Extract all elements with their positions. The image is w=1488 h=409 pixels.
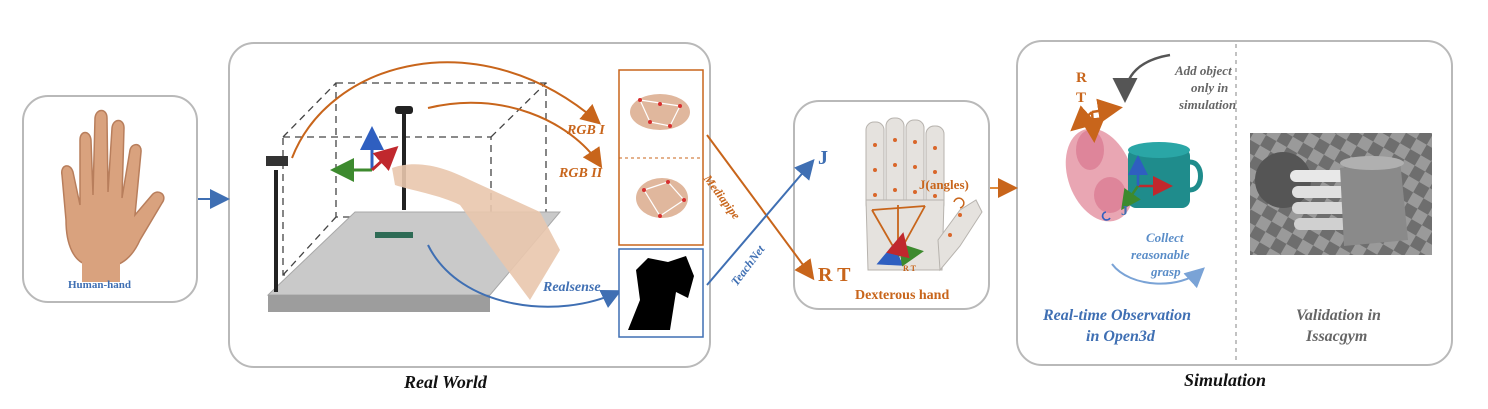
- teachnet-arrow: [706, 158, 815, 286]
- joint-angle-arc: [953, 197, 965, 209]
- human-hand-caption: Human-hand: [68, 279, 131, 291]
- dex-rt-label: R T: [818, 264, 851, 286]
- add-object-line3: simulation: [1179, 97, 1237, 112]
- depth-hand-silhouette: [628, 256, 694, 330]
- rgb2-hand-image: [636, 178, 688, 218]
- human-hand-image: [61, 109, 165, 282]
- rgb1-label: RGB I: [567, 123, 605, 138]
- left-camera: [266, 156, 288, 166]
- axis-red: [370, 145, 399, 172]
- add-object-line2: only in: [1191, 80, 1229, 95]
- sim-rt-arrow-3: [1080, 111, 1105, 143]
- sim-t-label: T: [1076, 90, 1087, 106]
- dexterous-hand-image: [865, 117, 983, 272]
- collect-line3: grasp: [1151, 264, 1181, 279]
- add-object-line1: Add object: [1175, 63, 1232, 78]
- issacgym-line2: Issacgym: [1306, 328, 1368, 345]
- arrow-to-rgb1: [291, 61, 602, 159]
- collect-line1: Collect: [1146, 230, 1184, 245]
- sim-rt-arrow-1: [1070, 105, 1098, 132]
- open3d-line2: in Open3d: [1086, 328, 1155, 345]
- realsense-label: Realsense: [543, 280, 601, 295]
- hand-axis-red: [886, 232, 910, 259]
- arrow-to-rgb2: [427, 101, 603, 169]
- simulation-title: Simulation: [1184, 370, 1267, 390]
- mediapipe-arrow: [706, 134, 815, 281]
- dex-j-angles-label: J(angles): [919, 177, 969, 192]
- real-world-title: Real World: [404, 372, 487, 392]
- cup-axis-green: [1121, 185, 1141, 211]
- add-object-arrow: [1112, 53, 1171, 103]
- object-on-table: [375, 232, 413, 238]
- sim-rt-arrow-2: [1091, 98, 1123, 124]
- human-arm-image: [392, 164, 560, 300]
- dex-rt-small-label: R T: [903, 264, 916, 273]
- dex-j-label: J: [818, 147, 828, 169]
- sim-r-label: R: [1076, 70, 1087, 86]
- sim-j-label: J: [1121, 204, 1128, 219]
- dexterous-hand-caption: Dexterous hand: [855, 288, 950, 303]
- collect-grasp-arrow: [1111, 263, 1205, 289]
- rgb2-label: RGB II: [559, 166, 603, 181]
- top-camera: [395, 106, 413, 114]
- issacgym-line1: Validation in: [1296, 307, 1381, 324]
- issacgym-robot-hand: [1255, 152, 1408, 246]
- arrow-to-realsense: [427, 244, 622, 308]
- rgb1-hand-image: [630, 94, 690, 130]
- dexterous-hand-joints: [873, 138, 962, 237]
- open3d-line1: Real-time Observation: [1043, 307, 1191, 324]
- table-edge: [268, 295, 490, 312]
- sim-j-arc: [1101, 211, 1111, 221]
- collect-line2: reasonable: [1131, 247, 1190, 262]
